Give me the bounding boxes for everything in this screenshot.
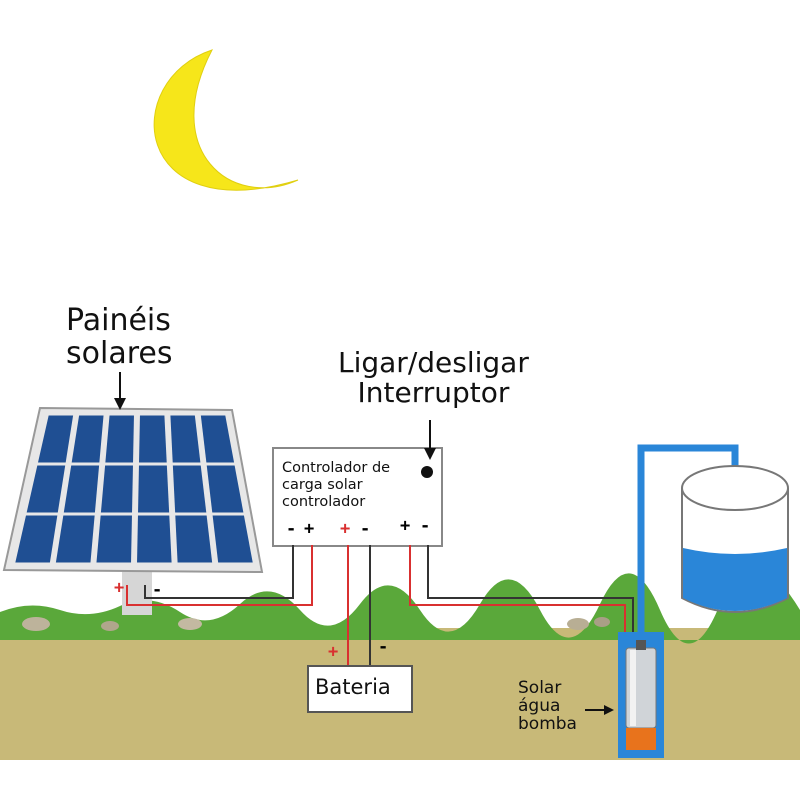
pump-label-line1: Solar	[518, 678, 562, 698]
terminal-battery-plus: +	[340, 519, 351, 539]
solar-cell	[138, 465, 170, 513]
switch-label-line1: Ligar/desligar	[338, 346, 529, 379]
controller-label-line3: controlador	[282, 494, 366, 510]
wires	[126, 545, 634, 670]
solar-cell	[172, 465, 207, 513]
solar-cell	[26, 465, 66, 513]
controller-label: Controlador de carga solar controlador	[282, 460, 390, 511]
terminal-load-minus: -	[420, 516, 431, 536]
switch-label-line2: Interruptor	[357, 376, 510, 409]
terminal-panel-minus: -	[286, 519, 297, 539]
arrow-icon	[424, 420, 436, 460]
solar-cell	[137, 515, 172, 563]
battery-terminal-minus: -	[378, 637, 389, 657]
terminal-panel-plus: +	[304, 519, 315, 539]
battery-label: Bateria	[315, 675, 391, 699]
solar-panel-icon	[2, 406, 264, 615]
solar-cell	[15, 515, 58, 563]
solar-panels-label-line2: solares	[66, 336, 173, 371]
solar-panels-label: Painéis solares	[66, 304, 172, 370]
battery-terminal-plus: +	[328, 642, 339, 662]
solar-cell	[96, 515, 132, 563]
solar-cell	[38, 415, 74, 463]
solar-cell	[200, 415, 235, 463]
solar-panels-label-line1: Painéis	[66, 303, 171, 338]
solar-cell	[55, 515, 95, 563]
solar-cell	[175, 515, 213, 563]
arrow-icon	[114, 372, 126, 410]
switch-button-icon[interactable]	[421, 466, 433, 478]
solar-cell	[71, 415, 104, 463]
charge-controller	[272, 447, 443, 547]
pump-label: Solar água bomba	[518, 679, 577, 733]
pump-icon	[625, 640, 657, 750]
solar-cell	[100, 465, 133, 513]
pump-label-line3: bomba	[518, 714, 577, 734]
moon-icon	[153, 49, 299, 191]
controller-label-line2: carga solar	[282, 477, 363, 493]
water-tank-icon	[681, 465, 789, 613]
terminal-load-plus: +	[400, 516, 411, 536]
arrow-icon	[585, 705, 614, 715]
switch-label: Ligar/desligar Interruptor	[338, 348, 529, 408]
battery-box	[307, 665, 413, 713]
solar-cell	[170, 415, 201, 463]
terminal-battery-minus: -	[360, 519, 371, 539]
solar-cell	[206, 465, 244, 513]
panel-terminal-plus: +	[114, 578, 125, 598]
pump-label-line2: água	[518, 696, 561, 716]
solar-cell	[63, 465, 100, 513]
solar-cell	[139, 415, 167, 463]
solar-cell	[105, 415, 134, 463]
water-pipe	[637, 444, 739, 650]
solar-cell	[212, 515, 253, 563]
controller-label-line1: Controlador de	[282, 460, 391, 476]
panel-terminal-minus: -	[152, 580, 163, 600]
